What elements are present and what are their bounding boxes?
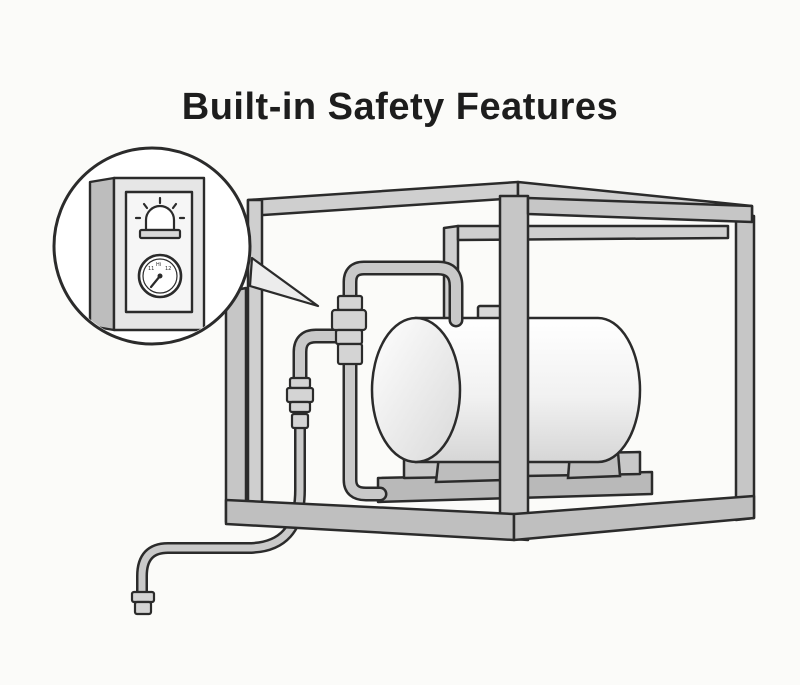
frame-front xyxy=(224,194,756,542)
page-title: Built-in Safety Features xyxy=(181,86,619,128)
piping xyxy=(136,260,464,598)
gauge-label-right: 12 xyxy=(165,266,171,272)
callout-pointer xyxy=(248,256,320,308)
pipe-fittings xyxy=(130,294,368,616)
alarm-bell-icon xyxy=(134,196,186,240)
pressure-gauge-icon: 11 Hi 12 xyxy=(137,253,183,299)
gauge-label-left: 11 xyxy=(148,266,154,272)
callout-magnifier: 11 Hi 12 xyxy=(52,146,252,346)
gauge-label-mid: Hi xyxy=(156,262,161,268)
